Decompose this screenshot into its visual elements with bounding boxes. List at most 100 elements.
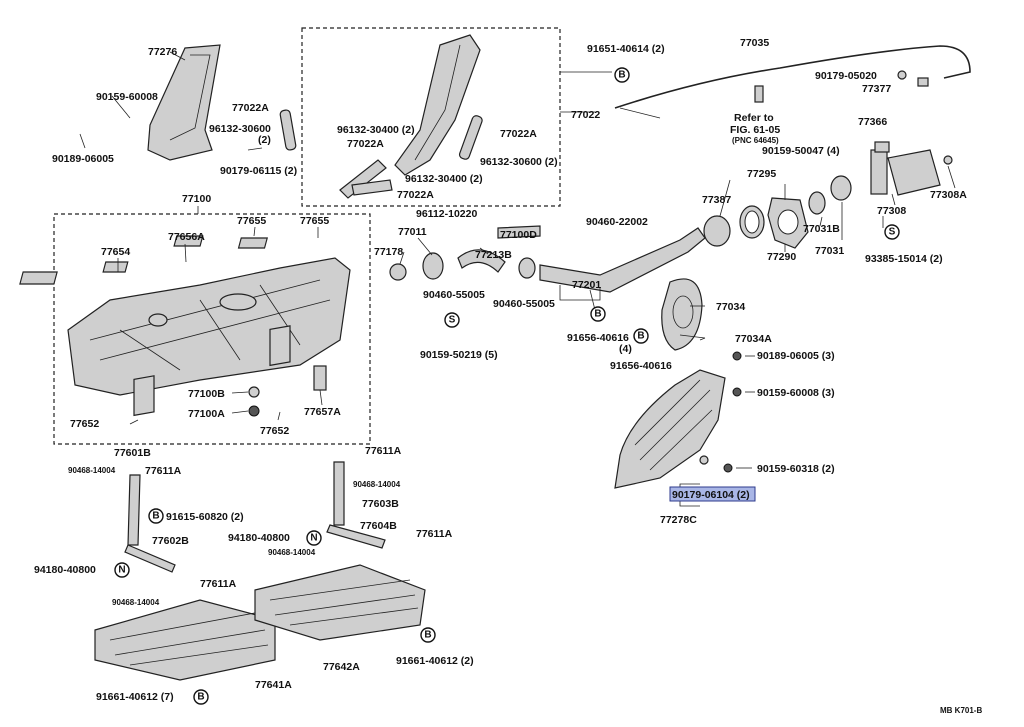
filler-pipe-line — [414, 44, 461, 161]
label-90179-05020[interactable]: 90179-05020 — [815, 70, 877, 82]
label-91656-40616-b[interactable]: 91656-40616 — [610, 360, 672, 372]
svg-text:S: S — [889, 227, 896, 238]
label-96132-30600-b[interactable]: 96132-30600 (2) — [480, 156, 558, 168]
label-77022A-3[interactable]: 77022A — [500, 128, 537, 140]
label-91656-40616-a-qty[interactable]: (4) — [619, 343, 632, 355]
label-77611A-2[interactable]: 77611A — [365, 445, 402, 457]
bolt-90159-60008b — [732, 387, 742, 397]
label-77654[interactable]: 77654 — [101, 246, 130, 258]
label-77201[interactable]: 77201 — [572, 279, 601, 291]
label-77603B[interactable]: 77603B — [362, 498, 399, 510]
part-77011 — [422, 252, 444, 280]
label-77031B[interactable]: 77031B — [803, 223, 840, 235]
label-91656-40616-a[interactable]: 91656-40616 — [567, 332, 629, 344]
label-77641A[interactable]: 77641A — [255, 679, 292, 691]
label-90159-60318[interactable]: 90159-60318 (2) — [757, 463, 835, 475]
highlight-box — [669, 486, 756, 502]
label-77034[interactable]: 77034 — [716, 301, 745, 313]
label-77642A[interactable]: 77642A — [323, 661, 360, 673]
pad-77652a — [133, 375, 155, 417]
housing-hole — [777, 209, 799, 235]
label-77031[interactable]: 77031 — [815, 245, 844, 257]
label-77652-a[interactable]: 77652 — [70, 418, 99, 430]
label-90468-14004-a[interactable]: 90468-14004 — [68, 466, 116, 475]
label-77655-b[interactable]: 77655 — [300, 215, 329, 227]
label-77022A-1[interactable]: 77022A — [232, 102, 269, 114]
label-91661-40612-a[interactable]: 91661-40612 (2) — [396, 655, 474, 667]
label-77611A-3[interactable]: 77611A — [200, 578, 237, 590]
label-77308A[interactable]: 77308A — [930, 189, 967, 201]
label-77611A-4[interactable]: 77611A — [416, 528, 453, 540]
label-96132-30400-b[interactable]: 96132-30400 (2) — [405, 173, 483, 185]
label-77366[interactable]: 77366 — [858, 116, 887, 128]
label-refer-pnc[interactable]: (PNC 64645) — [732, 136, 779, 145]
label-77011[interactable]: 77011 — [398, 226, 427, 238]
label-93385-15014[interactable]: 93385-15014 (2) — [865, 253, 943, 265]
label-77295[interactable]: 77295 — [747, 168, 776, 180]
label-90179-06104[interactable]: 90179-06104 (2) — [672, 489, 750, 501]
label-96132-30600-a[interactable]: 96132-30600 — [209, 123, 271, 135]
label-77178[interactable]: 77178 — [374, 246, 403, 258]
part-77366 — [874, 141, 890, 153]
label-90468-14004-c[interactable]: 90468-14004 — [353, 480, 401, 489]
strap-77601B — [127, 474, 141, 546]
label-77100A[interactable]: 77100A — [188, 408, 225, 420]
label-90468-14004-b[interactable]: 90468-14004 — [112, 598, 160, 607]
label-77611A-1[interactable]: 77611A — [145, 465, 182, 477]
label-77035[interactable]: 77035 — [740, 37, 769, 49]
label-96112-10220[interactable]: 96112-10220 — [416, 208, 477, 220]
label-90460-55005-a[interactable]: 90460-55005 — [423, 289, 485, 301]
label-90468-14004-d[interactable]: 90468-14004 — [268, 548, 316, 557]
label-77602B[interactable]: 77602B — [152, 535, 189, 547]
label-77655-a[interactable]: 77655 — [237, 215, 266, 227]
label-90159-50219[interactable]: 90159-50219 (5) — [420, 349, 498, 361]
label-77278C[interactable]: 77278C — [660, 514, 697, 526]
label-77656A[interactable]: 77656A — [168, 231, 205, 243]
svg-text:B: B — [618, 70, 625, 81]
clamp-b — [518, 257, 536, 279]
label-91651-40614[interactable]: 91651-40614 (2) — [587, 43, 665, 55]
label-90460-22002[interactable]: 90460-22002 — [586, 216, 648, 228]
label-90189-06005-b[interactable]: 90189-06005 (3) — [757, 350, 835, 362]
cable-77035 — [614, 45, 971, 109]
label-77652-b[interactable]: 77652 — [260, 425, 289, 437]
label-77657A[interactable]: 77657A — [304, 406, 341, 418]
label-77100[interactable]: 77100 — [182, 193, 211, 205]
pad-77656A — [102, 261, 129, 273]
label-refer-fig[interactable]: FIG. 61-05 — [730, 124, 780, 136]
label-91661-40612-b[interactable]: 91661-40612 (7) — [96, 691, 174, 703]
label-77213B[interactable]: 77213B — [475, 249, 512, 261]
label-77290[interactable]: 77290 — [767, 251, 796, 263]
label-77022A-2[interactable]: 77022A — [347, 138, 384, 150]
label-96132-30600-a-qty[interactable]: (2) — [258, 134, 271, 146]
label-94180-40800-b[interactable]: 94180-40800 — [228, 532, 290, 544]
symbol-B-1: B — [614, 67, 630, 83]
skid-plate-77641A — [94, 599, 276, 681]
label-90460-55005-b[interactable]: 90460-55005 — [493, 298, 555, 310]
label-77100D[interactable]: 77100D — [500, 229, 537, 241]
label-90159-60008[interactable]: 90159-60008 — [96, 91, 158, 103]
label-90179-06115[interactable]: 90179-06115 (2) — [220, 165, 297, 177]
part-77178 — [389, 263, 407, 281]
label-91615-60820[interactable]: 91615-60820 (2) — [166, 511, 244, 523]
label-77387[interactable]: 77387 — [702, 194, 731, 206]
label-77022A-4[interactable]: 77022A — [397, 189, 434, 201]
label-90189-06005[interactable]: 90189-06005 — [52, 153, 114, 165]
label-94180-40800-a[interactable]: 94180-40800 — [34, 564, 96, 576]
label-77276[interactable]: 77276 — [148, 46, 177, 58]
fuel-tank-ribs — [89, 279, 331, 371]
label-refer-to[interactable]: Refer to — [734, 112, 774, 124]
label-77022[interactable]: 77022 — [571, 109, 600, 121]
label-77604B[interactable]: 77604B — [360, 520, 397, 532]
fuel-lid-77308 — [887, 149, 941, 196]
label-90159-60008-b[interactable]: 90159-60008 (3) — [757, 387, 835, 399]
label-96132-30400-a[interactable]: 96132-30400 (2) — [337, 124, 415, 136]
symbol-B-2: B — [590, 306, 606, 322]
label-77377[interactable]: 77377 — [862, 83, 891, 95]
label-77100B[interactable]: 77100B — [188, 388, 225, 400]
label-90159-50047[interactable]: 90159-50047 (4) — [762, 145, 840, 157]
label-77308[interactable]: 77308 — [877, 205, 906, 217]
label-77034A[interactable]: 77034A — [735, 333, 772, 345]
label-77601B[interactable]: 77601B — [114, 447, 151, 459]
